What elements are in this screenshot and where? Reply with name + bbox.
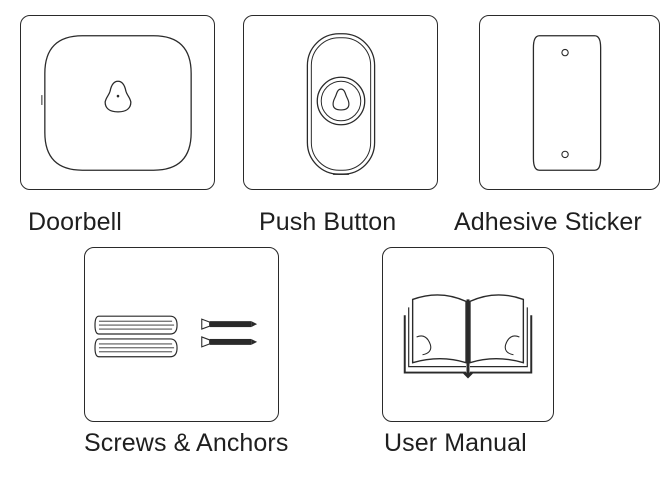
adhesive-sticker-card: [479, 15, 660, 190]
screws-anchors-icon: [94, 315, 258, 358]
adhesive-sticker-icon: [532, 35, 602, 171]
push-button-icon: [306, 33, 376, 175]
user-manual-label: User Manual: [384, 429, 527, 457]
user-manual-card: [382, 247, 554, 422]
screws-anchors-card: [84, 247, 279, 422]
doorbell-label: Doorbell: [28, 208, 122, 236]
book-icon: [403, 294, 533, 379]
doorbell-card: [20, 15, 215, 190]
push-button-label: Push Button: [259, 208, 397, 236]
screws-anchors-label: Screws & Anchors: [84, 429, 289, 457]
doorbell-icon: [41, 35, 192, 171]
adhesive-sticker-label: Adhesive Sticker: [454, 208, 642, 236]
push-button-card: [243, 15, 438, 190]
